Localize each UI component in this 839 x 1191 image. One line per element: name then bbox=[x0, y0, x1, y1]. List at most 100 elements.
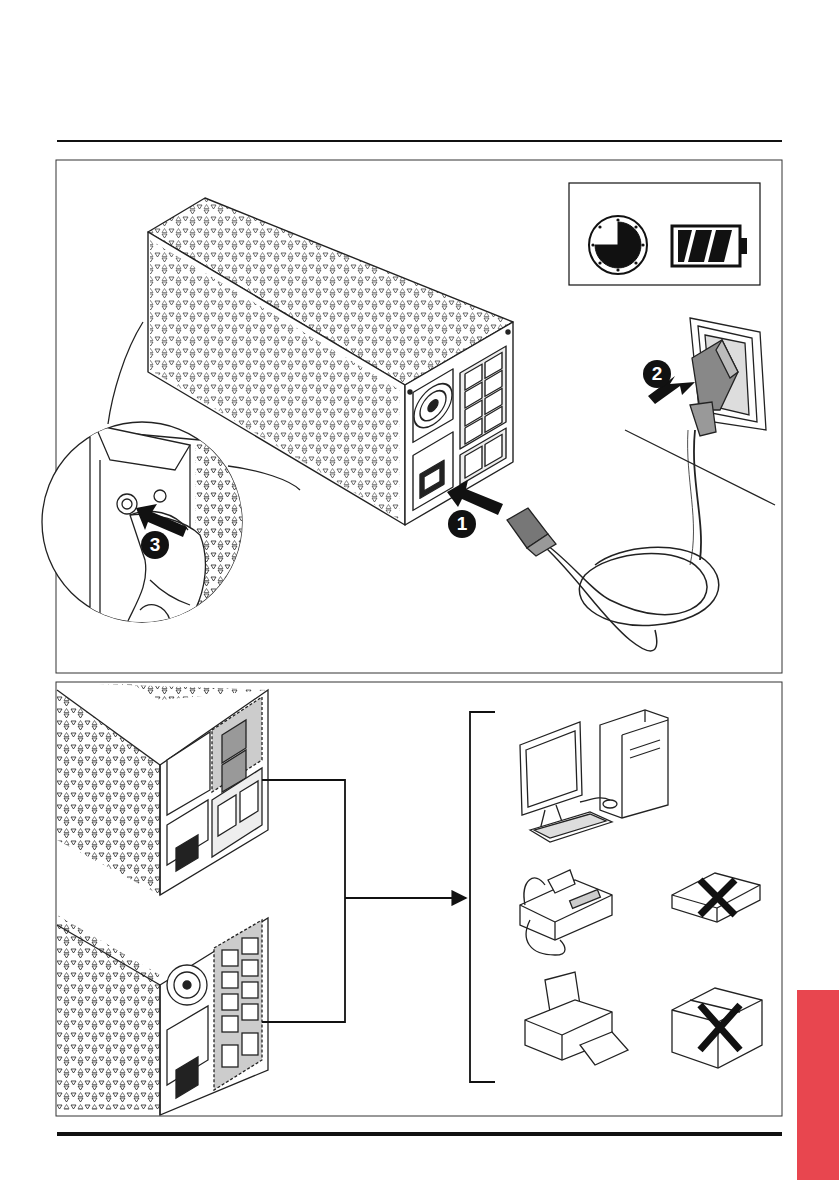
ups-rear-closeup bbox=[57, 683, 268, 895]
wall-line-part bbox=[625, 430, 775, 505]
printer-part bbox=[561, 1035, 562, 1060]
excluded-device bbox=[672, 988, 762, 1068]
charge-inset-part bbox=[672, 226, 740, 266]
ups-rear-closeup-part bbox=[222, 1016, 238, 1032]
ups-rear-closeup-part bbox=[183, 981, 191, 989]
charge-inset-part-part bbox=[616, 218, 619, 221]
computer-part bbox=[603, 800, 617, 808]
charge-inset-part-part bbox=[634, 261, 637, 264]
power-cable-part bbox=[544, 546, 657, 651]
wall-line bbox=[625, 430, 775, 505]
charge-inset-part bbox=[589, 216, 647, 274]
ups-rear-closeup-part bbox=[242, 938, 258, 954]
ups-rear-closeup-part bbox=[214, 920, 262, 1090]
ups-unit-part-part bbox=[428, 398, 438, 414]
fax-machine bbox=[520, 870, 612, 955]
page-frame-part bbox=[57, 140, 782, 142]
callout-number: 3 bbox=[141, 531, 169, 559]
cable-plug bbox=[507, 508, 556, 556]
ups-rear-closeup-part bbox=[218, 795, 236, 836]
charge-inset-part bbox=[569, 183, 760, 285]
ups-rear-closeup-part bbox=[242, 1033, 258, 1055]
ups-rear-closeup-part bbox=[176, 835, 198, 871]
charge-inset-part-part bbox=[591, 243, 594, 246]
charge-inset-part bbox=[595, 222, 641, 268]
zoom-detail-part-part bbox=[150, 580, 190, 605]
insert-arrow bbox=[447, 376, 695, 515]
computer-part bbox=[621, 735, 622, 818]
ups-unit-part-part bbox=[413, 369, 453, 442]
ups-rear-closeup-part bbox=[57, 925, 160, 985]
ups-rear-closeup-part bbox=[160, 690, 268, 895]
power-cable-part bbox=[694, 430, 701, 560]
page-frame bbox=[56, 141, 839, 1180]
excluded-device-part bbox=[672, 988, 762, 1068]
ups-unit-part-part bbox=[420, 385, 446, 426]
charge-inset bbox=[569, 183, 760, 285]
ups-rear-closeup bbox=[57, 915, 268, 1115]
charge-inset-part bbox=[688, 230, 712, 262]
zoom-detail-part-part bbox=[95, 425, 190, 470]
outlet-bracket-part bbox=[470, 712, 495, 1082]
zoom-detail-part-part bbox=[122, 499, 132, 509]
fax-machine-part bbox=[524, 878, 545, 905]
ups-rear-closeup-part bbox=[222, 994, 238, 1010]
cable-plug-part bbox=[527, 534, 556, 556]
fax-machine-part bbox=[520, 880, 612, 940]
ups-rear-closeup-part bbox=[212, 768, 262, 857]
charge-inset-part-part bbox=[641, 243, 644, 246]
ups-unit-part-part bbox=[460, 428, 506, 485]
ups-unit-part-part bbox=[413, 432, 453, 510]
fax-machine-part bbox=[526, 920, 565, 955]
ups-rear-closeup-part bbox=[222, 950, 238, 966]
ups-rear-closeup-part bbox=[159, 765, 160, 895]
printer-part bbox=[525, 1020, 562, 1035]
ups-rear-closeup-part bbox=[160, 918, 268, 1115]
ups-unit-part bbox=[506, 330, 510, 334]
computer bbox=[520, 710, 668, 842]
computer-part bbox=[630, 748, 660, 758]
charge-inset-part-part bbox=[598, 261, 601, 264]
ups-rear-closeup-part bbox=[242, 1004, 258, 1020]
ups-rear-closeup-part bbox=[159, 985, 160, 1115]
callout-number: 1 bbox=[448, 510, 476, 538]
excluded-device-part bbox=[700, 1005, 740, 1050]
ups-unit-part-part bbox=[465, 446, 482, 478]
zoom-detail-part-part bbox=[154, 490, 166, 502]
computer-part bbox=[600, 710, 668, 818]
printer bbox=[525, 972, 628, 1065]
ups-unit-part bbox=[408, 390, 412, 394]
charge-inset-part-part bbox=[598, 225, 601, 228]
computer-part bbox=[530, 812, 612, 842]
ups-unit-part-part bbox=[485, 406, 502, 432]
fax-machine-part bbox=[570, 890, 601, 909]
power-cable bbox=[540, 430, 719, 651]
outlet-bracket-part bbox=[345, 897, 466, 899]
callout-number: 2 bbox=[643, 360, 671, 388]
insert-arrow-part bbox=[447, 480, 503, 515]
computer-part bbox=[534, 814, 606, 838]
computer-part bbox=[622, 720, 668, 735]
wall-socket-part bbox=[716, 340, 738, 378]
ups-unit-part-part bbox=[414, 376, 452, 436]
ups-rear-closeup-part bbox=[242, 982, 258, 998]
page-frame-part bbox=[797, 990, 839, 1180]
zoom-detail-part bbox=[90, 425, 260, 640]
ups-rear-closeup-part bbox=[57, 915, 160, 1110]
wall-socket-part bbox=[690, 402, 716, 436]
ups-rear-closeup-part bbox=[167, 965, 207, 1005]
ups-rear-closeup-part bbox=[174, 972, 200, 998]
zoom-detail bbox=[42, 322, 300, 640]
computer-part bbox=[580, 798, 610, 802]
page-frame-part bbox=[56, 682, 782, 1116]
printer-part bbox=[580, 1032, 628, 1065]
page-frame-part bbox=[57, 1132, 782, 1136]
ups-rear-closeup-part bbox=[222, 1045, 238, 1067]
computer-part bbox=[520, 722, 582, 815]
zoom-detail-part bbox=[228, 466, 300, 490]
zoom-detail-part-part bbox=[120, 514, 205, 640]
excluded-device-part bbox=[700, 880, 735, 915]
ups-rear-closeup-part bbox=[70, 683, 268, 700]
excluded-device bbox=[672, 873, 760, 922]
